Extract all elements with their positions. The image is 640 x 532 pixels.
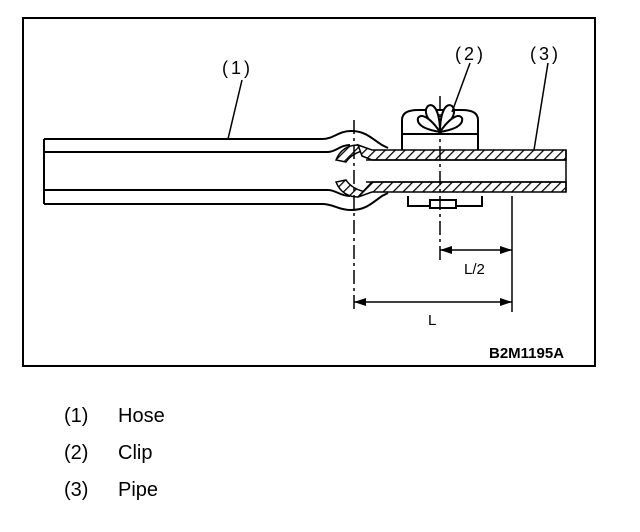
- dimension-half-length-label: L/2: [464, 261, 485, 278]
- callout-clip: (2): [455, 44, 486, 64]
- reference-lines: [353, 96, 513, 312]
- legend-item-hose: (1) Hose: [64, 398, 165, 435]
- figure-code: B2M1195A: [489, 345, 564, 362]
- legend-number: (1): [64, 405, 89, 427]
- legend: (1) Hose (2) Clip (3) Pipe: [64, 398, 165, 509]
- legend-item-pipe: (3) Pipe: [64, 472, 165, 509]
- leader-lines: [227, 62, 549, 151]
- legend-label: Clip: [118, 442, 153, 464]
- legend-label: Hose: [118, 405, 165, 427]
- legend-label: Pipe: [118, 479, 159, 501]
- legend-number: (2): [64, 442, 89, 464]
- pipe-shape: [334, 143, 567, 198]
- hose-shape: [43, 129, 389, 212]
- hose-clip-pipe-diagram: L/2 L (1) (2) (3) B2M1195A: [43, 44, 567, 362]
- callout-pipe: (3): [530, 44, 561, 64]
- dimension-length: [354, 298, 512, 306]
- figure-frame: [22, 17, 596, 367]
- dimension-length-label: L: [428, 312, 436, 329]
- dimension-half-length: [440, 246, 512, 254]
- callout-hose: (1): [222, 58, 253, 78]
- legend-item-clip: (2) Clip: [64, 435, 165, 472]
- legend-number: (3): [64, 479, 89, 501]
